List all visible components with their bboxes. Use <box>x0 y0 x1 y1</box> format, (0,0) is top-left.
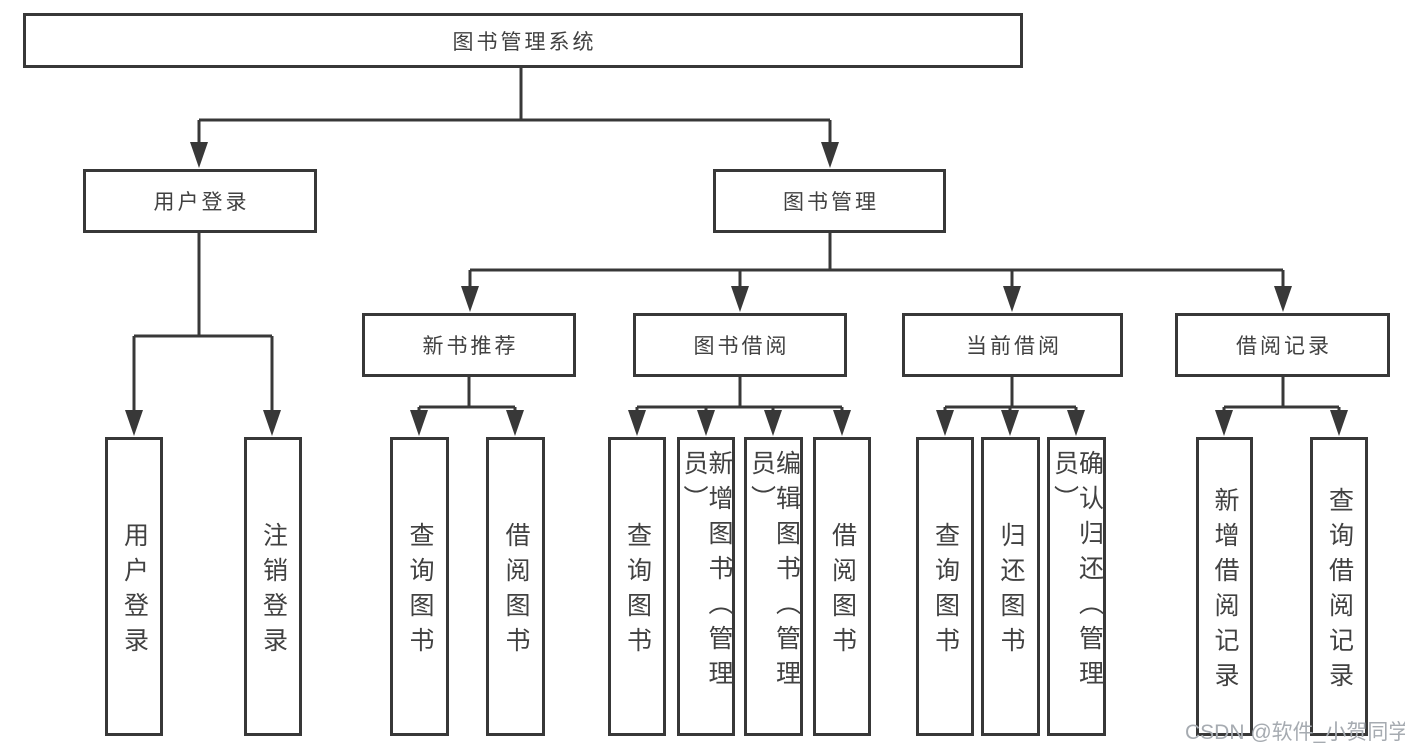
connector-borrowing-records-to-leaves <box>1215 377 1348 436</box>
arrowhead <box>936 410 954 436</box>
node-user-login: 用户登录 <box>83 169 317 233</box>
connector-new-books-to-leaves <box>410 377 524 436</box>
connector-root-to-level2 <box>190 68 839 168</box>
leaf-borrowing-edit-books-admin: 编辑图书（管理员） <box>744 437 803 736</box>
leaf-newbooks-query-books-label: 查询图书 <box>406 521 434 662</box>
node-borrowing-records-label: 借阅记录 <box>1236 335 1332 358</box>
leaf-user-login-label: 用户登录 <box>120 521 149 662</box>
leaf-borrowing-query-books: 查询图书 <box>608 437 666 736</box>
leaf-current-confirm-return-admin: 确认归还（管理员） <box>1047 437 1106 736</box>
arrowhead <box>1215 410 1233 436</box>
leaf-borrowing-borrow-books-label: 借阅图书 <box>828 521 857 662</box>
arrowhead <box>461 286 479 312</box>
leaf-current-return-books: 归还图书 <box>981 437 1040 736</box>
node-root-library-management-system: 图书管理系统 <box>23 13 1023 68</box>
leaf-user-login: 用户登录 <box>105 437 163 736</box>
leaf-logout-label: 注销登录 <box>259 521 288 662</box>
node-new-book-recommend: 新书推荐 <box>362 313 576 377</box>
arrowhead <box>628 410 646 436</box>
node-book-management-label: 图书管理 <box>783 191 879 214</box>
node-new-book-recommend-label: 新书推荐 <box>422 335 519 358</box>
arrowhead <box>833 410 851 436</box>
leaf-records-add-record-label: 新增借阅记录 <box>1211 486 1239 697</box>
arrowhead <box>1067 410 1085 436</box>
leaf-current-return-books-label: 归还图书 <box>997 521 1025 662</box>
node-book-management: 图书管理 <box>713 169 946 233</box>
connector-current-borrowing-to-leaves <box>936 377 1085 436</box>
arrowhead <box>1330 410 1348 436</box>
arrowhead <box>1003 286 1021 312</box>
leaf-borrowing-add-books-admin: 新增图书（管理员） <box>677 437 735 736</box>
node-current-borrowing: 当前借阅 <box>902 313 1123 377</box>
arrowhead <box>190 142 208 168</box>
arrowhead <box>764 410 782 436</box>
arrowhead <box>821 142 839 168</box>
leaf-borrowing-query-books-label: 查询图书 <box>623 521 652 662</box>
node-book-borrowing-label: 图书借阅 <box>693 335 790 358</box>
leaf-records-add-record: 新增借阅记录 <box>1196 437 1253 736</box>
leaf-newbooks-query-books: 查询图书 <box>390 437 449 736</box>
node-root-label: 图书管理系统 <box>452 30 597 54</box>
leaf-newbooks-borrow-books-label: 借阅图书 <box>502 521 530 662</box>
arrowhead <box>125 410 143 436</box>
leaf-borrowing-add-books-admin-label: 新增图书（管理员） <box>680 450 733 695</box>
arrowhead <box>731 286 749 312</box>
csdn-watermark: CSDN @软件_小贺同学 <box>1185 721 1405 744</box>
leaf-borrowing-edit-books-admin-label: 编辑图书（管理员） <box>747 450 801 695</box>
arrowhead <box>410 410 428 436</box>
node-borrowing-records: 借阅记录 <box>1175 313 1390 377</box>
arrowhead <box>1274 286 1292 312</box>
node-user-login-label: 用户登录 <box>153 191 250 214</box>
leaf-borrowing-borrow-books: 借阅图书 <box>813 437 871 736</box>
leaf-records-query-record-label: 查询借阅记录 <box>1325 486 1354 697</box>
leaf-current-query-books: 查询图书 <box>916 437 974 736</box>
connector-book-management-to-level3 <box>461 233 1292 312</box>
arrowhead <box>506 410 524 436</box>
connector-user-login-to-leaves <box>125 233 281 436</box>
leaf-current-query-books-label: 查询图书 <box>931 521 960 662</box>
node-book-borrowing: 图书借阅 <box>633 313 847 377</box>
connector-book-borrowing-to-leaves <box>628 377 851 436</box>
leaf-records-query-record: 查询借阅记录 <box>1310 437 1368 736</box>
leaf-logout: 注销登录 <box>244 437 302 736</box>
arrowhead <box>263 410 281 436</box>
node-current-borrowing-label: 当前借阅 <box>966 335 1062 358</box>
leaf-current-confirm-return-admin-label: 确认归还（管理员） <box>1050 450 1104 695</box>
leaf-newbooks-borrow-books: 借阅图书 <box>486 437 545 736</box>
arrowhead <box>697 410 715 436</box>
arrowhead <box>1001 410 1019 436</box>
